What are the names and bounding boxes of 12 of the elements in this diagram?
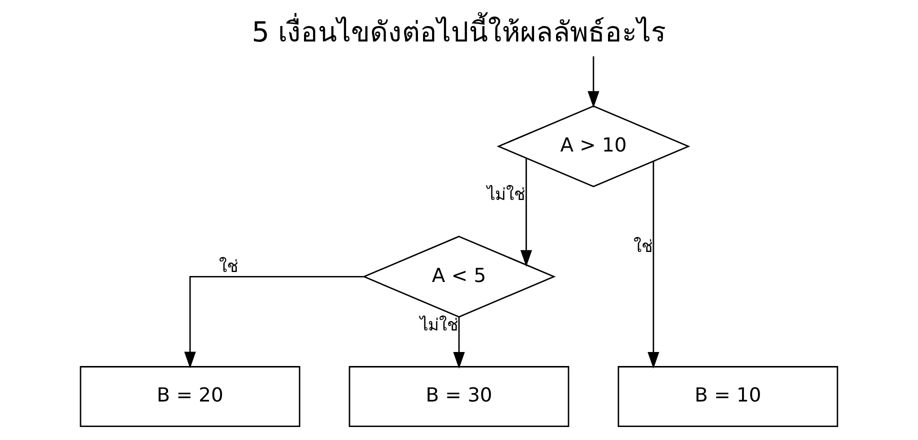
edge-label: ไม่ใช่ bbox=[487, 184, 526, 204]
edge-label: ใช่ bbox=[634, 237, 653, 256]
node-box: B = 10 bbox=[618, 366, 838, 428]
arrow bbox=[453, 317, 465, 369]
arrow bbox=[184, 276, 364, 368]
edge-label: ใช่ bbox=[219, 256, 238, 276]
node-box: B = 20 bbox=[80, 366, 300, 428]
edge-label: ไม่ใช่ bbox=[420, 315, 458, 334]
node-box: B = 30 bbox=[348, 366, 570, 428]
arrow bbox=[520, 158, 532, 267]
arrow bbox=[648, 161, 660, 369]
arrow bbox=[588, 56, 600, 108]
